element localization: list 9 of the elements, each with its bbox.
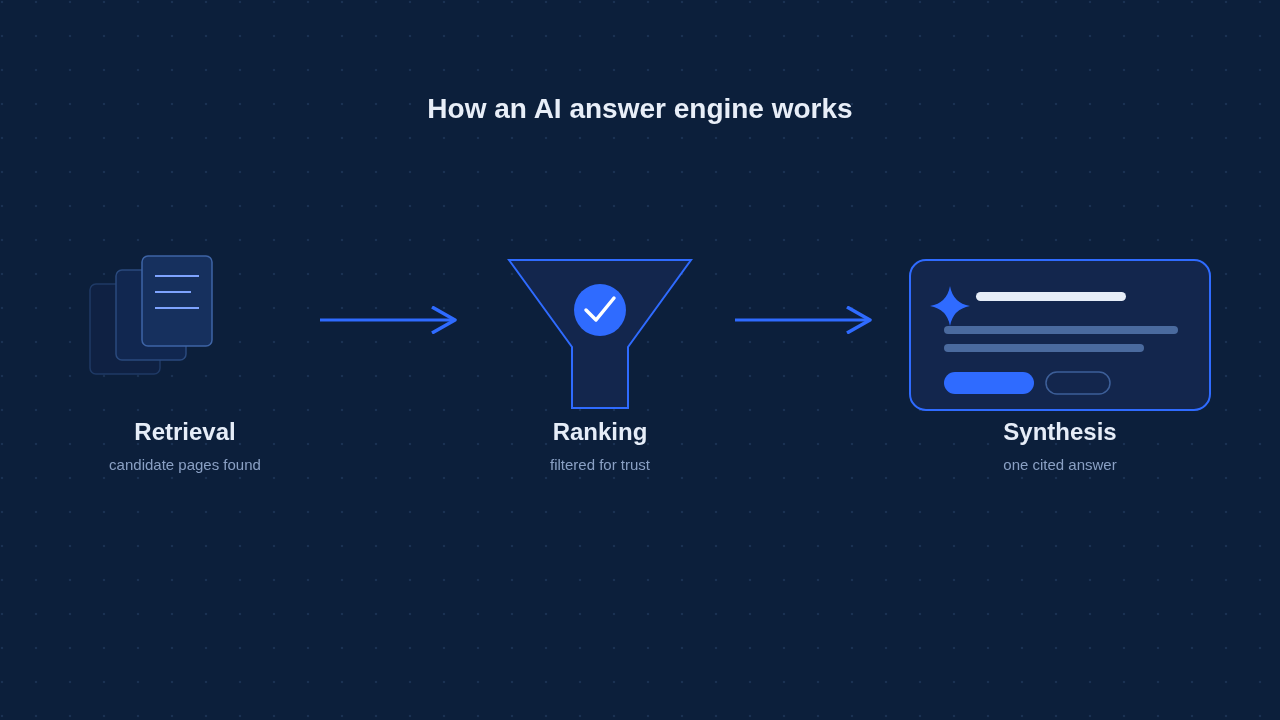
diagram-title: How an AI answer engine works bbox=[427, 92, 853, 126]
arrow bbox=[320, 305, 457, 335]
step-caption: filtered for trust bbox=[550, 456, 650, 474]
arrow bbox=[735, 305, 872, 335]
step-title: Ranking bbox=[552, 418, 648, 446]
step-title: Retrieval bbox=[134, 418, 236, 446]
step-caption: one cited answer bbox=[1003, 456, 1117, 474]
step-title: Synthesis bbox=[1003, 418, 1117, 446]
step-caption: candidate pages found bbox=[109, 456, 261, 474]
